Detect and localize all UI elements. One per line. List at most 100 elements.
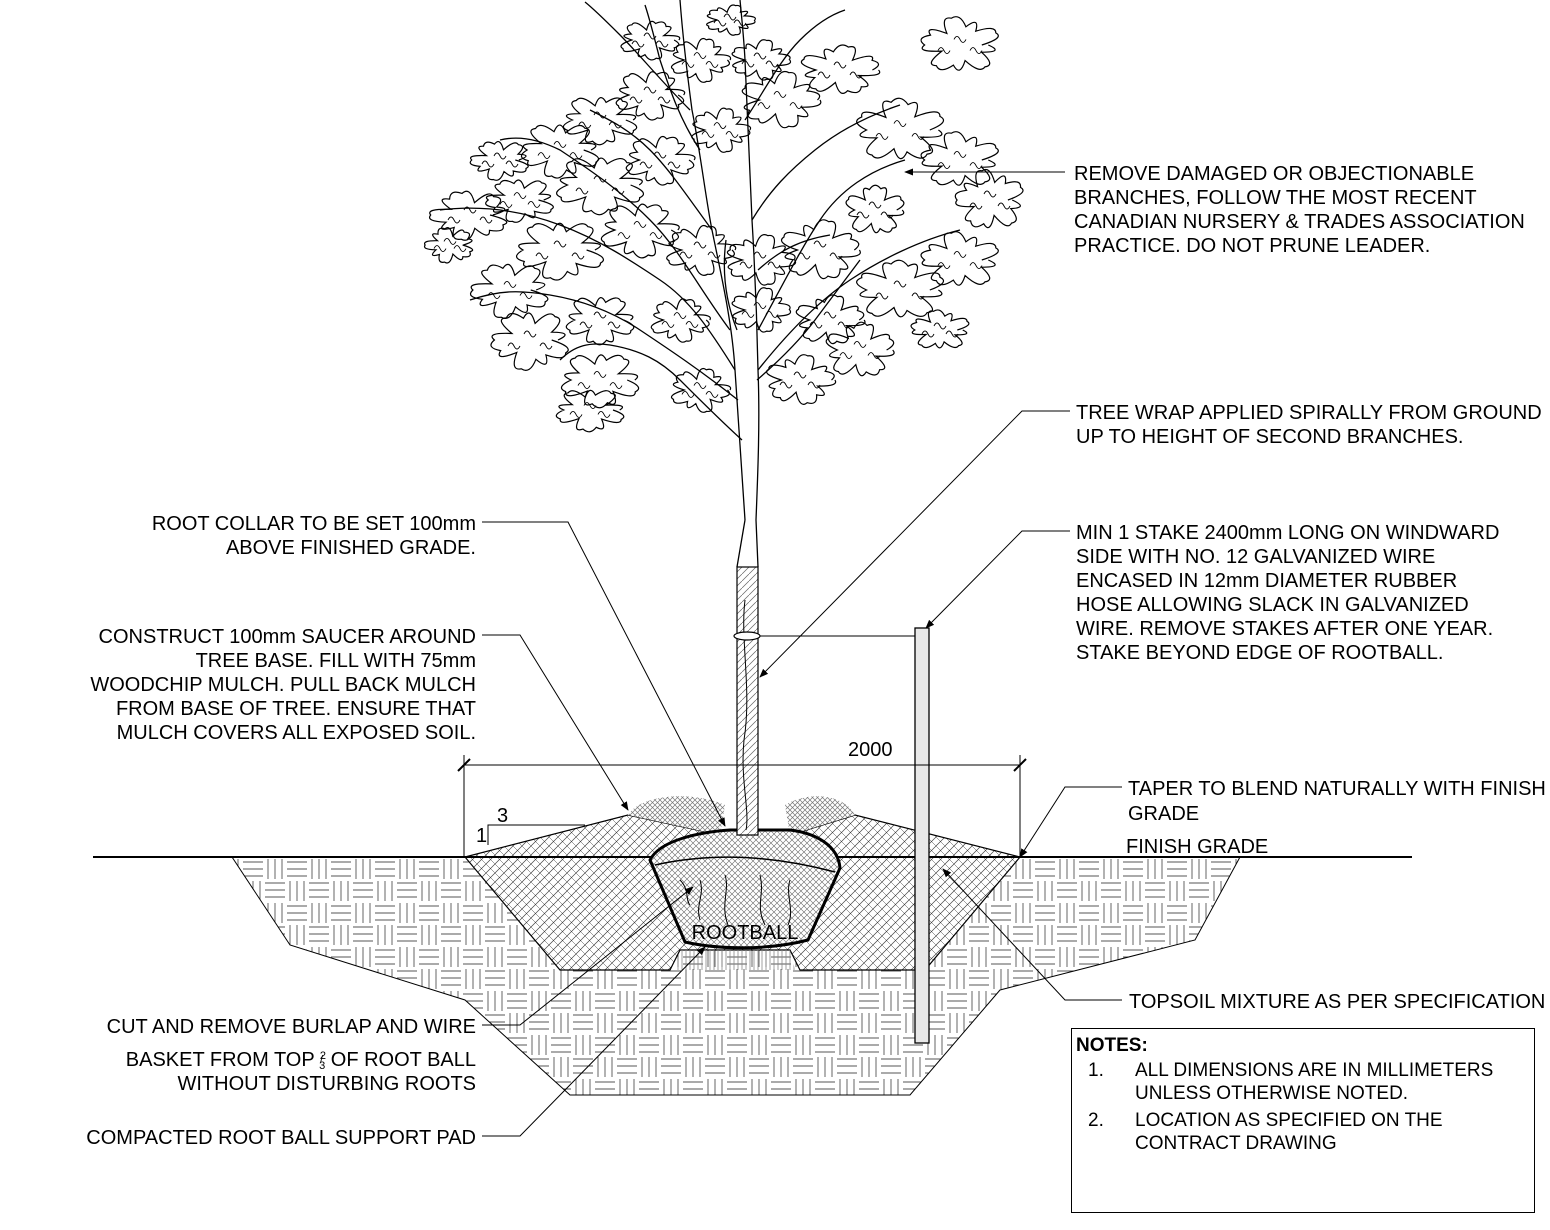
foliage-detail (969, 162, 983, 170)
note-number: 2. (1088, 1110, 1104, 1131)
foliage-detail (653, 151, 667, 159)
foliage-detail (539, 342, 553, 350)
foliage-detail (875, 292, 889, 300)
foliage-detail (571, 252, 585, 260)
foliage-cluster (469, 140, 529, 181)
foliage-cluster (666, 224, 737, 276)
callout-taper-line: GRADE (1128, 803, 1199, 825)
foliage-cluster (515, 222, 604, 281)
foliage-detail (753, 251, 767, 259)
foliage-detail (503, 280, 517, 288)
callout-prune-line: CANADIAN NURSERY & TRADES ASSOCIATION (1074, 211, 1525, 233)
foliage-detail (893, 280, 907, 288)
foliage-detail (741, 60, 755, 68)
burlap-text-before: BASKET FROM TOP (126, 1049, 320, 1071)
callout-stake-line: SIDE WITH NO. 12 GALVANIZED WIRE (1076, 546, 1435, 568)
notes-box: NOTES: 1. ALL DIMENSIONS ARE IN MILLIMET… (1071, 1028, 1535, 1213)
foliage-cluster (920, 231, 999, 286)
leader-root-collar (482, 521, 726, 827)
tree-canopy (423, 4, 1024, 433)
callout-support-pad: COMPACTED ROOT BALL SUPPORT PAD (86, 1127, 476, 1149)
callout-burlap-line: WITHOUT DISTURBING ROOTS (177, 1073, 476, 1095)
foliage-cluster (825, 321, 895, 377)
foliage-detail (629, 96, 643, 104)
foliage-detail (597, 410, 611, 418)
foliage-detail (639, 161, 653, 169)
callout-stake-line: MIN 1 STAKE 2400mm LONG ON WINDWARD (1076, 522, 1499, 544)
foliage-detail (519, 292, 533, 300)
trunk-tie (733, 631, 761, 641)
foliage-detail (741, 310, 755, 318)
foliage-detail (757, 102, 771, 110)
callout-prune: REMOVE DAMAGED OR OBJECTIONABLE BRANCHES… (1074, 163, 1525, 257)
foliage-cluster (920, 16, 999, 71)
foliage-detail (609, 382, 623, 390)
foliage-cluster (490, 312, 569, 371)
foliage-detail (643, 86, 657, 94)
foliage-detail (705, 60, 719, 68)
foliage-detail (725, 130, 739, 138)
foliage-detail (593, 311, 607, 319)
root-ball-support-pad (675, 950, 795, 970)
callout-burlap: CUT AND REMOVE BURLAP AND WIRE BASKET FR… (107, 1016, 476, 1095)
foliage-cluster (845, 184, 905, 234)
foliage-cluster (731, 39, 792, 81)
callout-stake-line: ENCASED IN 12mm DIAMETER RUBBER (1076, 570, 1457, 592)
foliage-detail (453, 245, 467, 253)
foliage-cluster (706, 4, 756, 36)
foliage-detail (937, 262, 951, 270)
foliage-detail (837, 321, 851, 329)
slope-run: 3 (497, 805, 508, 827)
foliage-cluster (556, 157, 645, 216)
foliage-detail (499, 200, 513, 208)
burlap-fraction-denominator: 3 (319, 1060, 325, 1072)
leader-taper (1019, 786, 1122, 858)
foliage-detail (853, 340, 867, 348)
foliage-detail (693, 241, 707, 249)
tree-stake (760, 627, 930, 1044)
callout-saucer-line: FROM BASE OF TREE. ENSURE THAT (116, 698, 476, 720)
callout-wrap-line: UP TO HEIGHT OF SECOND BRANCHES. (1076, 426, 1463, 448)
foliage-detail (575, 187, 589, 195)
foliage-detail (911, 132, 925, 140)
foliage-detail (673, 312, 687, 320)
foliage-cluster (856, 259, 945, 318)
callout-wrap-line: TREE WRAP APPLIED SPIRALLY FROM GROUND (1076, 402, 1542, 424)
foliage-cluster (470, 263, 549, 320)
foliage-detail (867, 352, 881, 360)
callout-wrap: TREE WRAP APPLIED SPIRALLY FROM GROUND U… (1076, 402, 1542, 448)
foliage-detail (793, 371, 807, 379)
foliage-detail (577, 382, 591, 390)
foliage-detail (701, 130, 715, 138)
foliage-detail (649, 232, 663, 240)
foliage-detail (733, 19, 747, 27)
foliage-cluster (485, 179, 554, 223)
foliage-detail (693, 52, 707, 60)
callout-prune-line: BRANCHES, FOLLOW THE MOST RECENT (1074, 187, 1477, 209)
leader-lines (482, 168, 1122, 1137)
foliage-cluster (620, 20, 681, 61)
foliage-cluster (780, 219, 861, 280)
foliage-cluster (600, 203, 680, 259)
foliage-detail (593, 370, 607, 378)
foliage-detail (937, 47, 951, 55)
foliage-detail (809, 321, 823, 329)
note-line: ALL DIMENSIONS ARE IN MILLIMETERS (1135, 1060, 1494, 1081)
foliage-detail (880, 211, 894, 219)
foliage-detail (631, 40, 645, 48)
callout-root-collar: ROOT COLLAR TO BE SET 100mm ABOVE FINISH… (152, 513, 476, 559)
leader-wrap (759, 410, 1070, 678)
foliage-detail (487, 292, 501, 300)
finish-grade-label: FINISH GRADE (1126, 836, 1268, 858)
foliage-detail (657, 96, 671, 104)
mulch-right (785, 796, 855, 835)
burlap-fraction-numerator: 2 (320, 1050, 326, 1062)
foliage-cluster (726, 234, 797, 286)
foliage-detail (655, 40, 669, 48)
foliage-detail (583, 402, 597, 410)
foliage-detail (911, 292, 925, 300)
foliage-detail (839, 352, 853, 360)
callout-taper: TAPER TO BLEND NATURALLY WITH FINISH GRA… (1128, 778, 1546, 825)
callout-root-collar-line: ROOT COLLAR TO BE SET 100mm (152, 513, 476, 535)
foliage-detail (693, 382, 707, 390)
